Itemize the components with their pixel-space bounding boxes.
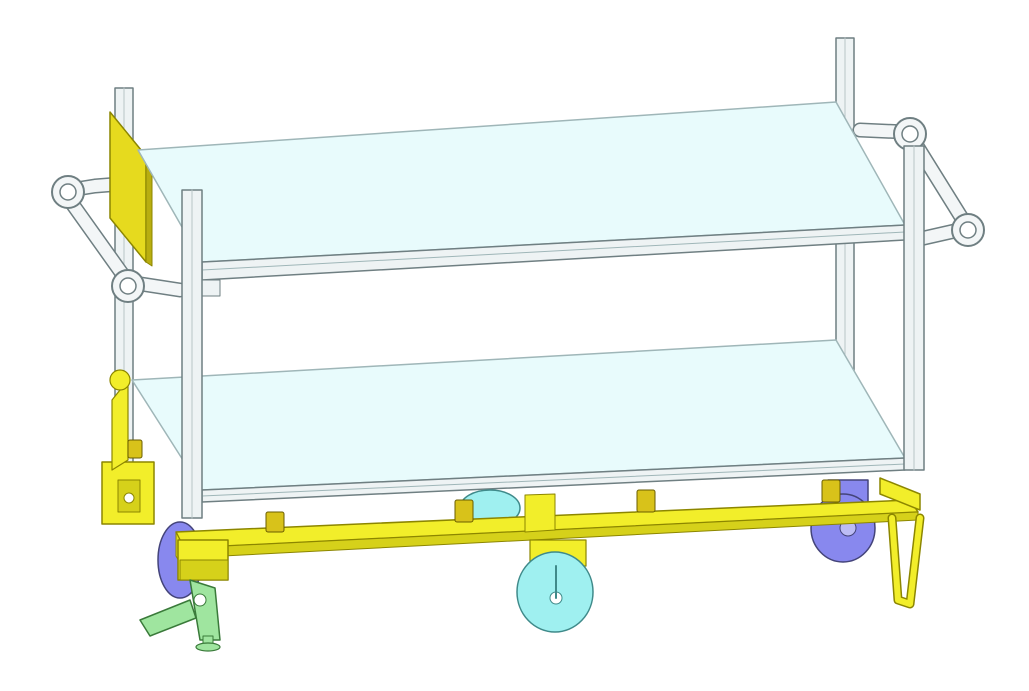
front-left-post [181, 189, 203, 519]
springs [127, 439, 841, 533]
left-side-handle [51, 175, 188, 303]
foot-brake [139, 579, 221, 652]
upper-shelf [137, 101, 906, 297]
center-wheel-front [516, 539, 594, 633]
tow-bar [887, 513, 925, 609]
left-bracket [101, 369, 155, 525]
lower-shelf [131, 339, 906, 503]
right-side-handle [852, 117, 985, 248]
front-right-post [903, 145, 925, 471]
side-panel [109, 111, 153, 267]
